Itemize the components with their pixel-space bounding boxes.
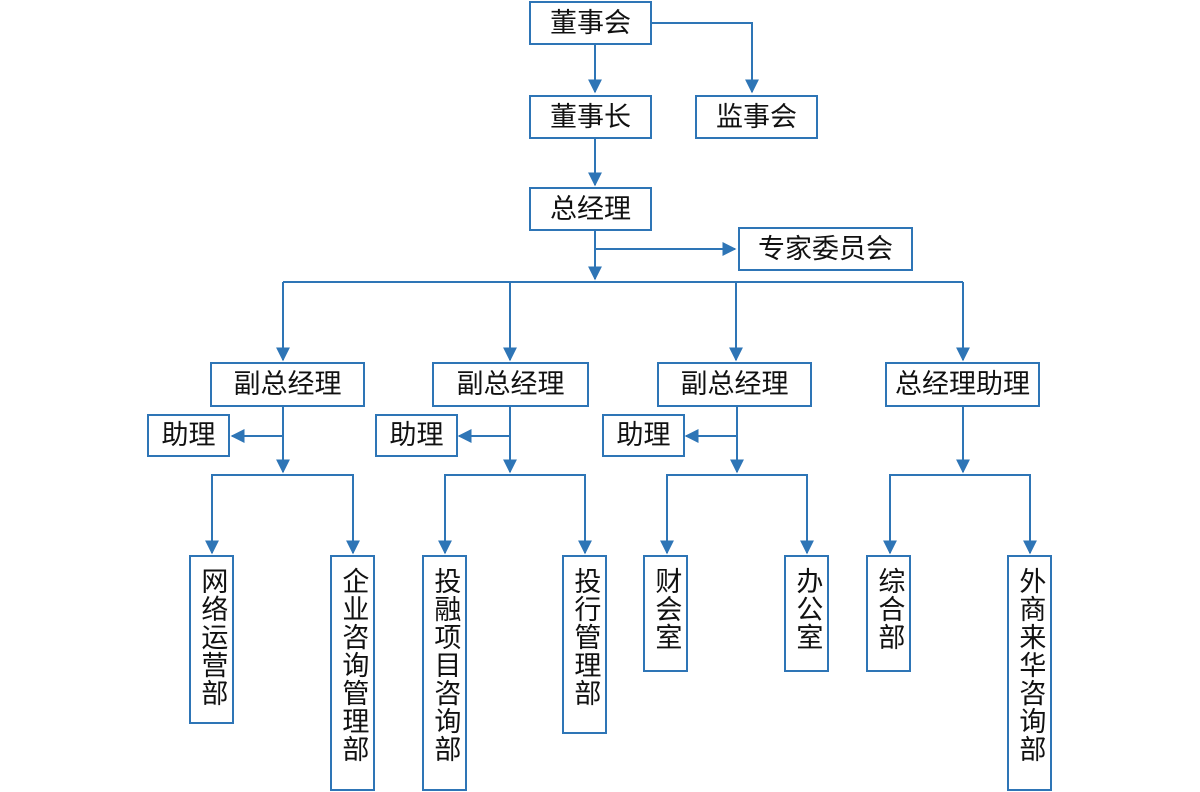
department-box: 投融项目咨询部 <box>422 555 467 791</box>
chairman-box: 董事长 <box>529 95 652 139</box>
assistant-box-2: 助理 <box>375 414 458 457</box>
supervisors-box: 监事会 <box>695 95 818 139</box>
department-box: 综合部 <box>866 555 911 672</box>
expert-committee-box: 专家委员会 <box>738 227 913 271</box>
assistant-box-1: 助理 <box>147 414 230 457</box>
general-manager-box: 总经理 <box>529 187 652 231</box>
branch-head-2: 副总经理 <box>432 362 589 407</box>
department-box: 投行管理部 <box>562 555 607 734</box>
branch-head-1: 副总经理 <box>210 362 365 407</box>
department-box: 企业咨询管理部 <box>330 555 375 791</box>
branch-head-4: 总经理助理 <box>885 362 1040 407</box>
department-box: 外商来华咨询部 <box>1007 555 1052 791</box>
department-box: 办公室 <box>784 555 829 672</box>
branch-head-3: 副总经理 <box>657 362 812 407</box>
board-box: 董事会 <box>529 1 652 45</box>
department-box: 网络运营部 <box>189 555 234 724</box>
department-box: 财会室 <box>643 555 688 672</box>
assistant-box-3: 助理 <box>602 414 685 457</box>
